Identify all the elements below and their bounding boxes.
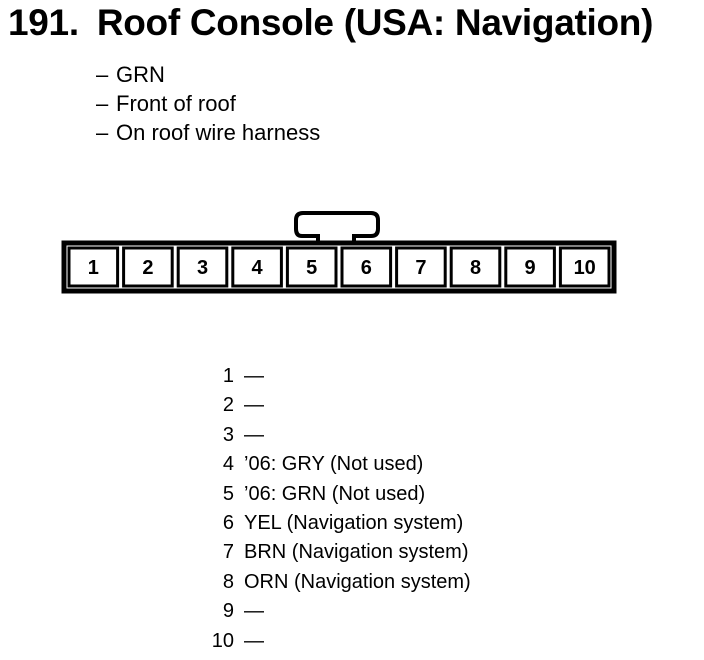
pin-cell: 5 bbox=[285, 246, 338, 288]
pin-label: 7 bbox=[415, 257, 426, 279]
pin-label: 4 bbox=[252, 257, 264, 279]
pinout-row: 8 ORN (Navigation system) bbox=[200, 568, 471, 597]
pin-label: 8 bbox=[470, 257, 481, 279]
pin-description: — bbox=[244, 394, 264, 417]
pin-cell: 8 bbox=[449, 246, 502, 288]
pin-cell: 7 bbox=[395, 246, 447, 288]
connector-diagram: 1 2 3 4 5 6 7 8 9 10 bbox=[61, 211, 617, 294]
pin-description: ’06: GRY (Not used) bbox=[244, 453, 424, 476]
pin-cavity bbox=[176, 246, 229, 288]
pin-cells: 1 2 3 4 5 6 7 8 9 10 bbox=[67, 246, 611, 288]
pin-description: BRN (Navigation system) bbox=[244, 541, 469, 564]
connector-lock-tab bbox=[294, 211, 380, 244]
pin-number: 10 bbox=[211, 629, 234, 652]
pinout-row: 9— bbox=[200, 597, 471, 626]
pin-cavity bbox=[67, 246, 120, 288]
pin-label: 1 bbox=[88, 257, 99, 279]
pin-cavity bbox=[285, 246, 338, 288]
pin-cavity bbox=[558, 246, 611, 288]
pin-cell: 10 bbox=[558, 246, 611, 288]
note-dash: – bbox=[96, 91, 109, 116]
pin-cell: 9 bbox=[504, 246, 556, 288]
pin-number: 7 bbox=[222, 541, 234, 564]
pin-cell: 3 bbox=[176, 246, 229, 288]
pin-label: 10 bbox=[574, 257, 596, 279]
note-item: –On roof wire harness bbox=[96, 118, 320, 147]
pinout-row: 7 BRN (Navigation system) bbox=[200, 538, 471, 567]
pin-number: 6 bbox=[222, 511, 234, 534]
connector-notes: –GRN –Front of roof –On roof wire harnes… bbox=[96, 60, 320, 147]
pin-cell: 2 bbox=[122, 246, 174, 288]
pin-description: YEL (Navigation system) bbox=[244, 511, 464, 534]
note-text: Front of roof bbox=[116, 91, 236, 116]
note-item: –Front of roof bbox=[96, 89, 320, 118]
pinout-row: 10 — bbox=[200, 627, 471, 656]
pin-number: 1 bbox=[222, 365, 234, 387]
pinout-row: 5 ’06: GRN (Not used) bbox=[200, 480, 471, 509]
pinout-row: 1— bbox=[200, 362, 471, 391]
pin-cavity bbox=[231, 246, 283, 288]
pin-description: — bbox=[244, 600, 264, 623]
pin-cavity bbox=[122, 246, 174, 288]
note-text: GRN bbox=[116, 62, 165, 87]
pinout-row: 6 YEL (Navigation system) bbox=[200, 509, 471, 538]
pin-label: 2 bbox=[142, 257, 153, 279]
pin-description: ’06: GRN (Not used) bbox=[244, 482, 426, 505]
note-dash: – bbox=[96, 62, 109, 87]
pin-cavity bbox=[504, 246, 556, 288]
pin-label: 9 bbox=[525, 257, 536, 279]
pin-cell: 4 bbox=[231, 246, 283, 288]
pin-cell: 6 bbox=[340, 246, 393, 288]
pin-cell: 1 bbox=[67, 246, 120, 288]
title-text: Roof Console (USA: Navigation) bbox=[96, 2, 654, 43]
pin-number: 4 bbox=[222, 453, 234, 476]
pin-description: — bbox=[244, 365, 264, 387]
pin-number: 2 bbox=[222, 394, 234, 417]
pin-description: ORN (Navigation system) bbox=[244, 570, 471, 593]
pin-label: 3 bbox=[197, 257, 208, 279]
pin-cavity bbox=[395, 246, 447, 288]
pin-number: 9 bbox=[222, 600, 234, 623]
pin-cavity bbox=[340, 246, 393, 288]
pin-cavity bbox=[449, 246, 502, 288]
pin-number: 3 bbox=[222, 423, 234, 446]
pinout-row: 2— bbox=[200, 391, 471, 420]
pin-number: 5 bbox=[222, 482, 234, 505]
pinout-row: 4 ’06: GRY (Not used) bbox=[200, 450, 471, 479]
pin-description: — bbox=[244, 423, 264, 446]
pin-number: 8 bbox=[222, 570, 234, 593]
pinout-list: 1— 2— 3— 4’06: GRY (Not used) 5’06: GRN … bbox=[200, 362, 471, 656]
pin-label: 6 bbox=[361, 257, 372, 279]
pin-description: — bbox=[244, 629, 264, 652]
page-title: 191. Roof Console (USA: Navigation) bbox=[8, 2, 653, 44]
note-dash: – bbox=[96, 120, 109, 145]
pin-label: 5 bbox=[306, 257, 317, 279]
note-text: On roof wire harness bbox=[116, 120, 321, 145]
section-number: 191. bbox=[8, 2, 79, 43]
note-item: –GRN bbox=[96, 60, 320, 89]
pinout-row: 3— bbox=[200, 421, 471, 450]
